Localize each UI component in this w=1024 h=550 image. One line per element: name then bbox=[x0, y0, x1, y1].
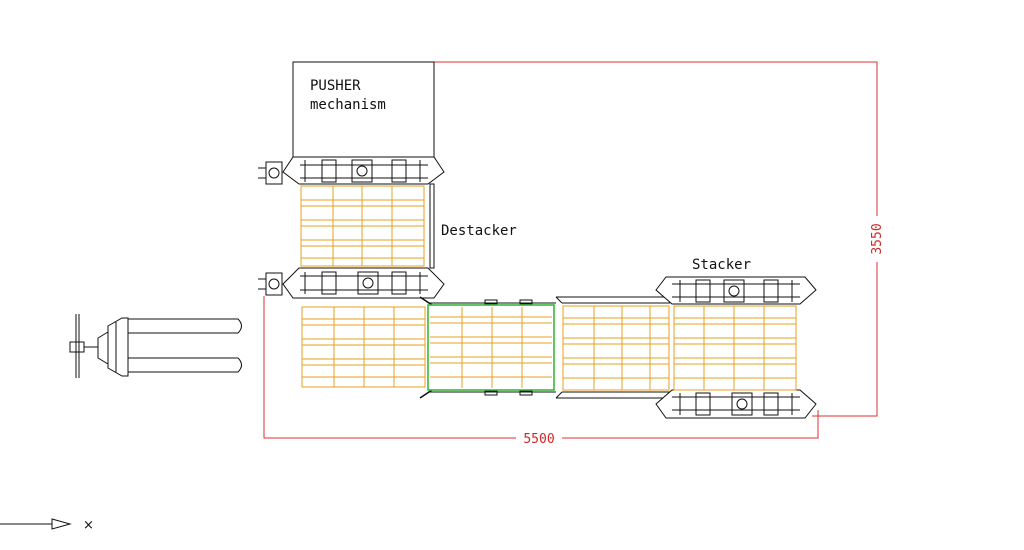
destacker-unit: Destacker bbox=[258, 156, 517, 299]
destacker-label: Destacker bbox=[441, 223, 517, 239]
pusher-label-line2: mechanism bbox=[310, 97, 386, 113]
stacker-label: Stacker bbox=[692, 257, 751, 273]
destacker-motor-bottom bbox=[258, 272, 283, 296]
conveyor-pallet-middle bbox=[562, 305, 670, 391]
arrow-right-icon bbox=[0, 518, 72, 530]
stacker-unit: Stacker bbox=[655, 257, 817, 419]
pallet-truck-icon bbox=[69, 314, 242, 378]
height-dimension-text: 3550 bbox=[870, 223, 885, 254]
conveyor-pallet-active bbox=[427, 304, 555, 391]
pusher-label-line1: PUSHER bbox=[310, 78, 361, 94]
dimension-lines: 5500 3550 bbox=[263, 61, 885, 447]
pusher-mechanism: PUSHER mechanism bbox=[292, 61, 435, 158]
conveyor bbox=[419, 296, 670, 399]
destacker-pallet bbox=[300, 185, 425, 267]
stacker-pallet bbox=[673, 305, 797, 391]
x-axis-label: × bbox=[83, 518, 94, 533]
destacker-motor-top bbox=[258, 161, 283, 185]
width-dimension-text: 5500 bbox=[523, 432, 554, 447]
infeed-pallet bbox=[301, 306, 426, 388]
